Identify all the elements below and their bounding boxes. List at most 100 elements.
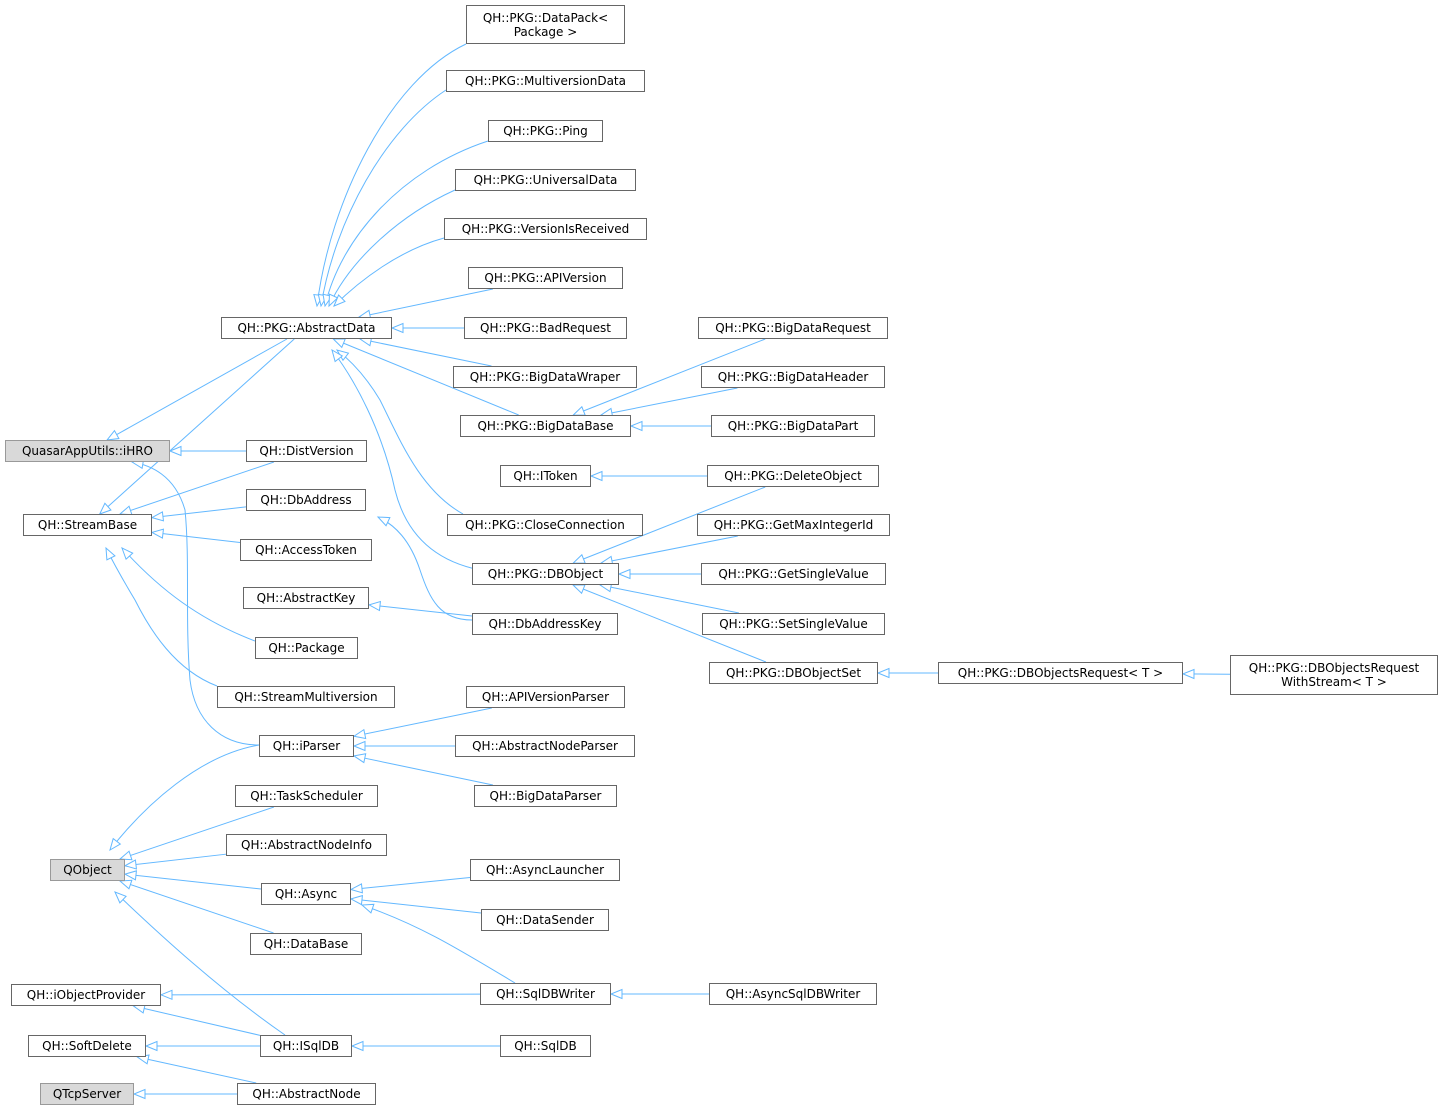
class-node-DataPack[interactable]: QH::PKG::DataPack< Package > (466, 5, 625, 44)
class-node-BigDataHeader[interactable]: QH::PKG::BigDataHeader (701, 366, 885, 388)
inheritance-edge-AbstractNodeInfo-to-QObject (124, 853, 227, 867)
arrowhead-QTcpServer (132, 1088, 146, 1100)
inheritance-edge-AsyncLauncher-to-Async (350, 877, 471, 890)
class-node-BadRequest[interactable]: QH::PKG::BadRequest (464, 317, 627, 339)
class-node-AbstractNodeInfo[interactable]: QH::AbstractNodeInfo (226, 834, 387, 856)
class-node-DeleteObject[interactable]: QH::PKG::DeleteObject (707, 465, 879, 487)
class-node-BigDataRequest[interactable]: QH::PKG::BigDataRequest (698, 317, 888, 339)
arrowhead-QObject (123, 859, 138, 870)
class-node-AccessToken[interactable]: QH::AccessToken (240, 539, 372, 561)
class-node-AbstractKey[interactable]: QH::AbstractKey (243, 587, 369, 609)
class-node-IToken[interactable]: QH::IToken (500, 465, 591, 487)
class-node-AbstractData[interactable]: QH::PKG::AbstractData (221, 317, 392, 339)
class-node-BigDataWraper[interactable]: QH::PKG::BigDataWraper (453, 366, 637, 388)
class-node-APIVersion[interactable]: QH::PKG::APIVersion (468, 267, 623, 289)
inheritance-edge-MultiversionData-to-AbstractData (320, 89, 447, 307)
inheritance-edge-DbAddress-to-StreamBase (151, 506, 247, 519)
class-node-BigDataPart[interactable]: QH::PKG::BigDataPart (711, 415, 875, 437)
arrowhead-Async (360, 903, 375, 914)
class-node-DbAddressKey[interactable]: QH::DbAddressKey (472, 613, 618, 635)
inheritance-edge-APIVersionParser-to-iParser (353, 707, 492, 737)
class-node-iObjectProvider[interactable]: QH::iObjectProvider (11, 984, 161, 1006)
inheritance-edge-AbstractNode-to-SoftDelete (137, 1056, 257, 1084)
inheritance-edge-DbAddressKey-to-DbAddress (377, 516, 473, 621)
inheritance-edge-BigDataParser-to-iParser (353, 755, 494, 786)
class-node-DBObjectsRequest[interactable]: QH::PKG::DBObjectsRequest< T > (938, 662, 1183, 684)
inheritance-edge-AbstractData-to-StreamBase (99, 338, 295, 515)
inheritance-edge-SqlDBWriter-to-iObjectProvider (160, 993, 481, 996)
class-node-UniversalData[interactable]: QH::PKG::UniversalData (455, 169, 636, 191)
arrowhead-StreamBase (98, 502, 112, 515)
arrowhead-iParser (352, 740, 366, 752)
inheritance-edge-AbstractData-to-iHRO (106, 338, 288, 441)
inheritance-edge-ISqlDB-to-iObjectProvider (133, 1005, 261, 1036)
arrowhead-Async (349, 883, 363, 894)
class-node-StreamBase[interactable]: QH::StreamBase (23, 514, 152, 536)
class-node-AsyncLauncher[interactable]: QH::AsyncLauncher (470, 859, 620, 881)
class-node-Async[interactable]: QH::Async (261, 883, 351, 905)
inheritance-edge-BigDataRequest-to-BigDataBase (573, 338, 766, 416)
arrowhead-QObject (123, 870, 138, 881)
inheritance-edge-BigDataBase-to-AbstractData (333, 338, 519, 416)
inheritance-edge-AccessToken-to-StreamBase (151, 531, 241, 543)
class-node-SqlDBWriter[interactable]: QH::SqlDBWriter (480, 983, 611, 1005)
class-node-StreamMultiversion[interactable]: QH::StreamMultiversion (217, 686, 395, 708)
class-node-DBObjectsRequestWithStream[interactable]: QH::PKG::DBObjectsRequest WithStream< T … (1230, 655, 1438, 695)
inheritance-edge-VersionIsReceived-to-AbstractData (333, 237, 445, 307)
inheritance-edge-DBObject-to-AbstractData (331, 349, 481, 571)
class-node-MultiversionData[interactable]: QH::PKG::MultiversionData (446, 70, 645, 92)
arrowhead-QObject (118, 879, 133, 890)
class-node-APIVersionParser[interactable]: QH::APIVersionParser (466, 686, 625, 708)
class-node-SoftDelete[interactable]: QH::SoftDelete (28, 1035, 146, 1057)
arrowhead-AbstractData (328, 293, 339, 308)
class-node-iHRO: QuasarAppUtils::iHRO (5, 440, 170, 462)
class-node-AsyncSqlDBWriter[interactable]: QH::AsyncSqlDBWriter (709, 983, 877, 1005)
inheritance-edge-iParser-to-iHRO (131, 461, 260, 746)
arrowhead-AbstractData (390, 322, 404, 334)
arrowhead-AbstractData (333, 294, 346, 307)
inheritance-edge-SetSingleValue-to-DBObject (599, 584, 740, 614)
class-node-VersionIsReceived[interactable]: QH::PKG::VersionIsReceived (444, 218, 647, 240)
inheritance-edge-Ping-to-AbstractData (324, 140, 489, 307)
arrowhead-SoftDelete (144, 1040, 158, 1052)
arrowhead-DBObject (572, 553, 586, 564)
arrowhead-DBObject (571, 584, 586, 595)
arrowhead-AbstractData (331, 348, 344, 363)
class-node-ISqlDB[interactable]: QH::ISqlDB (260, 1035, 352, 1057)
class-node-QTcpServer: QTcpServer (40, 1083, 134, 1105)
inheritance-edge-DataSender-to-Async (350, 898, 482, 914)
class-node-AbstractNodeParser[interactable]: QH::AbstractNodeParser (455, 735, 635, 757)
inheritance-edge-TaskScheduler-to-QObject (119, 806, 275, 860)
class-node-BigDataParser[interactable]: QH::BigDataParser (474, 785, 617, 807)
class-node-TaskScheduler[interactable]: QH::TaskScheduler (235, 785, 378, 807)
class-node-DataBase[interactable]: QH::DataBase (250, 933, 362, 955)
inheritance-edge-Async-to-QObject (124, 873, 262, 890)
class-node-Ping[interactable]: QH::PKG::Ping (488, 120, 603, 142)
arrowhead-QObject (109, 837, 122, 852)
class-node-GetMaxIntegerId[interactable]: QH::PKG::GetMaxIntegerId (697, 514, 890, 536)
class-node-DBObject[interactable]: QH::PKG::DBObject (472, 563, 619, 585)
inheritance-edge-BigDataWraper-to-AbstractData (359, 338, 492, 367)
class-node-AbstractNode[interactable]: QH::AbstractNode (237, 1083, 376, 1105)
class-node-DataSender[interactable]: QH::DataSender (481, 909, 609, 931)
class-node-DistVersion[interactable]: QH::DistVersion (246, 440, 367, 462)
inheritance-edge-DBObjectSet-to-DBObject (572, 584, 767, 663)
class-node-SetSingleValue[interactable]: QH::PKG::SetSingleValue (702, 613, 885, 635)
class-node-DBObjectSet[interactable]: QH::PKG::DBObjectSet (709, 662, 878, 684)
arrowhead-DBObjectsRequest (1181, 668, 1195, 680)
class-node-DbAddress[interactable]: QH::DbAddress (246, 489, 366, 511)
class-node-CloseConnection[interactable]: QH::PKG::CloseConnection (447, 514, 643, 536)
class-node-GetSingleValue[interactable]: QH::PKG::GetSingleValue (701, 563, 886, 585)
inheritance-edge-UniversalData-to-AbstractData (328, 189, 456, 307)
arrowhead-DbAddress (376, 516, 391, 527)
inheritance-edge-iParser-to-QObject (109, 744, 260, 851)
class-node-Package[interactable]: QH::Package (255, 637, 358, 659)
arrowhead-iHRO (105, 429, 120, 441)
class-node-SqlDB[interactable]: QH::SqlDB (500, 1035, 591, 1057)
arrowhead-BigDataBase (572, 405, 586, 416)
inheritance-edge-CloseConnection-to-AbstractData (336, 349, 464, 515)
class-node-QObject: QObject (50, 859, 125, 881)
class-node-iParser[interactable]: QH::iParser (259, 735, 354, 757)
class-node-BigDataBase[interactable]: QH::PKG::BigDataBase (460, 415, 631, 437)
